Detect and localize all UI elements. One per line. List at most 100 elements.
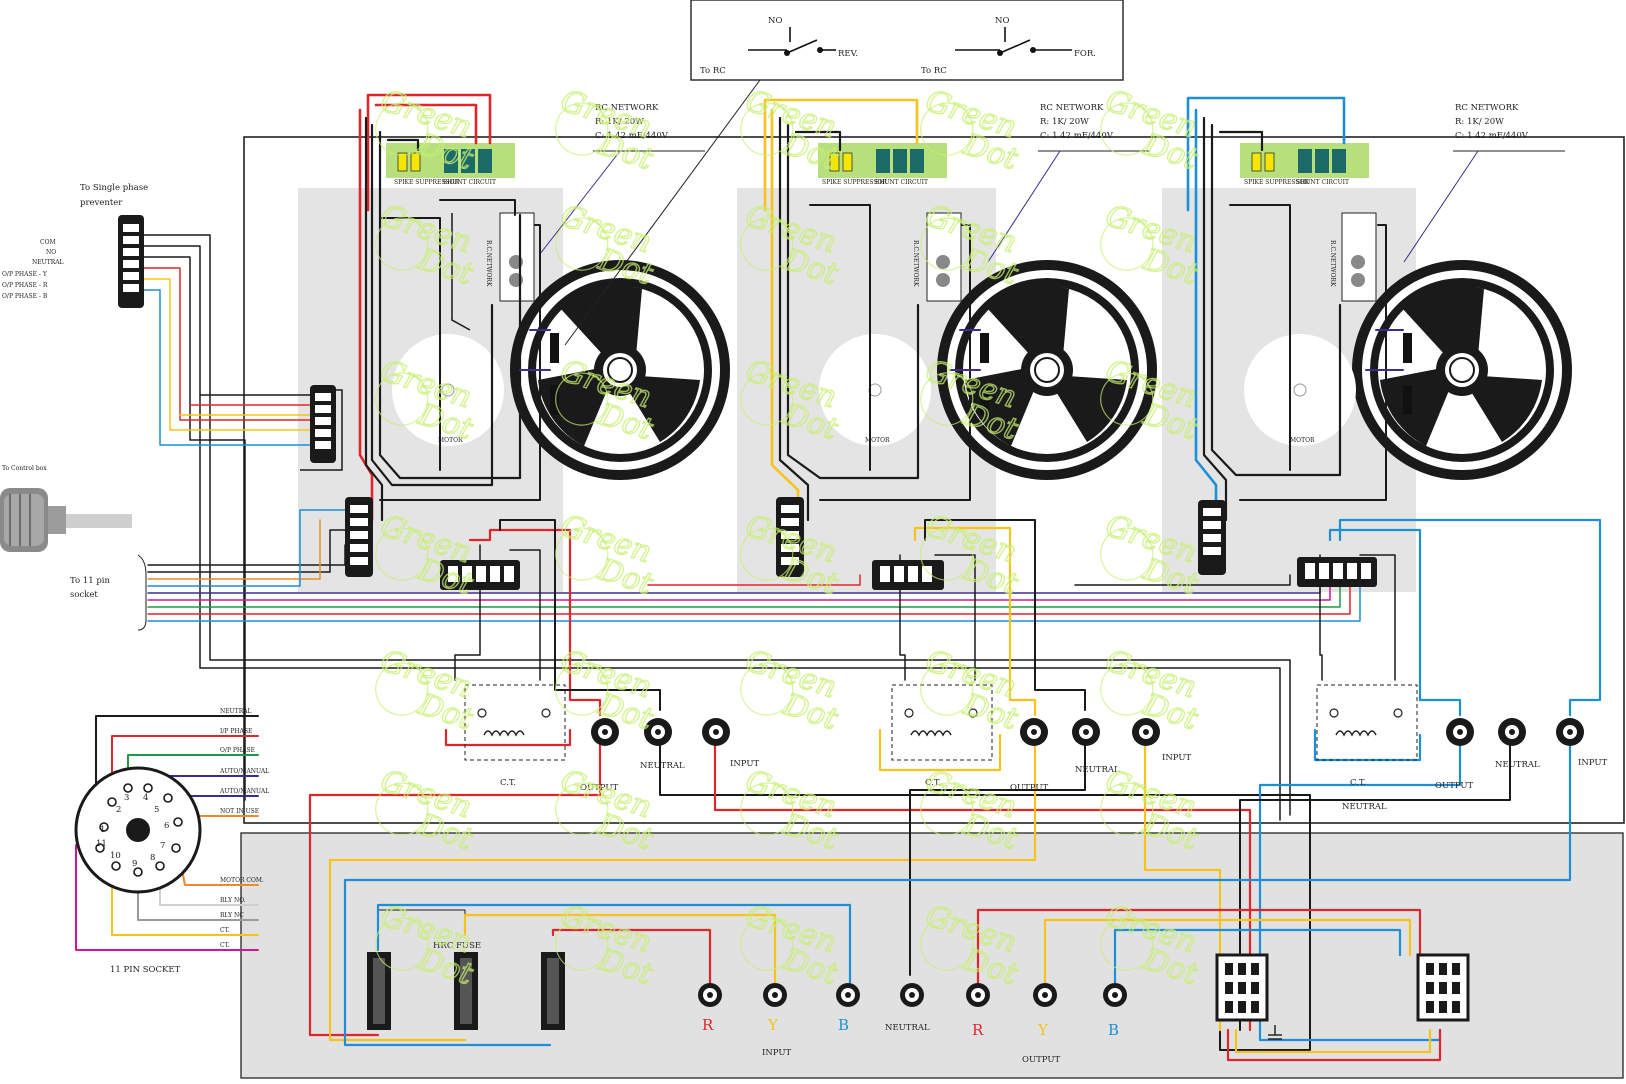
socket-wire-op-phase: O/P PHASE xyxy=(220,747,255,754)
unit-3-terminals: OUTPUT NEUTRAL NEUTRAL INPUT xyxy=(1342,718,1608,812)
for-label: FOR. xyxy=(1074,49,1096,59)
socket-wire-rly-no: RLY NO. xyxy=(220,897,246,904)
input-phase-y: Y xyxy=(767,1016,779,1034)
input-phase-r: R xyxy=(702,1016,714,1034)
ct-label-2: C.T. xyxy=(925,778,941,788)
output-phase-b: B xyxy=(1108,1021,1119,1039)
terminal-block-single-phase-preventer xyxy=(118,215,144,308)
rc-network-vertical-1: R.C.NETWORK xyxy=(485,240,492,287)
socket-wire-rly-nc: RLY NC xyxy=(220,912,244,919)
spp-terminal-y: O/P PHASE - Y xyxy=(2,271,48,278)
socket-title: 11 PIN SOCKET xyxy=(110,965,181,975)
rc-network-vertical-3: R.C.NETWORK xyxy=(1329,240,1336,287)
terminal-block-unit-2 xyxy=(776,497,804,577)
shunt-label-1: SHUNT CIRCUIT xyxy=(443,179,496,186)
socket-wire-ip-phase: I/P PHASE xyxy=(220,728,252,735)
neutral-label-3b: NEUTRAL xyxy=(1342,802,1387,812)
rc-network-spec-3: RC NETWORK R: 1K/ 20W C: 1.42 mF/440V xyxy=(1403,103,1565,263)
socket-wire-motor-com: MOTOR COM. xyxy=(220,877,264,884)
rc-r-1: R: 1K/ 20W xyxy=(595,117,644,127)
socket-wire-auto-manual-2: AUTO/MANUAL xyxy=(219,788,269,795)
shunt-label-2: SHUNT CIRCUIT xyxy=(875,179,928,186)
socket-pin-5: 5 xyxy=(154,805,159,815)
spike-label-1: SPIKE SUPPRESSOR xyxy=(394,179,459,186)
spp-terminal-r: O/P PHASE - R xyxy=(2,282,48,289)
spike-label-3: SPIKE SUPPRESSOR xyxy=(1244,179,1309,186)
control-box-knob: To Control box xyxy=(0,465,132,552)
spp-terminal-b: O/P PHASE - B xyxy=(2,293,48,300)
rev-switch xyxy=(748,27,836,56)
no-label-right: NO xyxy=(995,16,1009,26)
wiring xyxy=(75,93,1602,1062)
hrc-fuses: HRC FUSE xyxy=(367,941,565,1030)
to-control-box-label: To Control box xyxy=(2,465,47,472)
input-label-1: INPUT xyxy=(730,759,760,769)
socket-pin-7: 7 xyxy=(160,841,165,851)
relay-terminal-1 xyxy=(440,560,520,590)
reversing-switch-box: NO NO REV. FOR. To RC To RC xyxy=(690,0,1124,81)
to-rc-right: To RC xyxy=(921,66,947,76)
spp-terminal-no: NO xyxy=(46,249,56,256)
socket-wire-not-in-use: NOT IN USE xyxy=(220,808,259,815)
neutral-label-bottom: NEUTRAL xyxy=(885,1023,930,1033)
spp-terminal-neutral: NEUTRAL xyxy=(32,259,64,266)
rc-c-1: C: 1.42 mF/440V xyxy=(595,131,669,141)
no-label-left: NO xyxy=(768,16,782,26)
rc-title-2: RC NETWORK xyxy=(1040,103,1104,113)
spp-terminal-com: COM xyxy=(40,239,56,246)
socket-wire-auto-manual-1: AUTO/MANUAL xyxy=(219,768,269,775)
rc-network-spec-1: RC NETWORK R: 1K/ 20W C: 1.42 mF/440V xyxy=(539,103,705,255)
hrc-fuse-label: HRC FUSE xyxy=(433,941,481,951)
socket-wire-ct-2: CT. xyxy=(220,942,230,949)
terminal-block-left xyxy=(310,385,336,463)
shunt-label-3: SHUNT CIRCUIT xyxy=(1296,179,1349,186)
ct-block-3: C.T. xyxy=(1316,684,1418,788)
to-rc-line-left xyxy=(564,79,761,346)
rc-title-3: RC NETWORK xyxy=(1455,103,1519,113)
ct-block-1: C.T. xyxy=(464,684,566,788)
relay-terminal-2 xyxy=(872,560,944,590)
to-spp-label-2: preventer xyxy=(80,198,123,208)
socket-wire-ct-1: CT. xyxy=(220,927,230,934)
contactor-left xyxy=(1215,953,1269,1022)
unit-1-terminals: OUTPUT NEUTRAL INPUT xyxy=(580,718,760,793)
ct-label-3: C.T. xyxy=(1350,778,1366,788)
neutral-label-2: NEUTRAL xyxy=(1075,765,1120,775)
to-rc-left: To RC xyxy=(700,66,726,76)
motor-label-3: MOTOR xyxy=(1290,437,1315,444)
socket-pin-10: 10 xyxy=(110,851,121,861)
eleven-pin-socket: 1 2 3 4 5 6 7 8 9 10 11 11 PIN SOCKET xyxy=(74,766,202,975)
rc-r-2: R: 1K/ 20W xyxy=(1040,117,1089,127)
suppressor-board-1: SPIKE SUPPRESSOR SHUNT CIRCUIT xyxy=(386,143,515,186)
socket-pin-3: 3 xyxy=(124,793,129,803)
rc-c-2: C: 1.42 mF/440V xyxy=(1040,131,1114,141)
neutral-label-1: NEUTRAL xyxy=(640,761,685,771)
socket-pin-1: 1 xyxy=(100,825,105,835)
ct-label-1: C.T. xyxy=(500,778,516,788)
socket-pin-9: 9 xyxy=(132,859,137,869)
socket-wire-neutral: NEUTRAL xyxy=(220,708,252,715)
suppressor-board-3: SPIKE SUPPRESSOR SHUNT CIRCUIT xyxy=(1240,143,1369,186)
terminal-block-unit-1 xyxy=(345,497,373,577)
ct-block-2: C.T. xyxy=(891,684,993,788)
contactor-right xyxy=(1416,953,1470,1022)
neutral-label-3: NEUTRAL xyxy=(1495,760,1540,770)
output-label-bottom: OUTPUT xyxy=(1022,1055,1061,1065)
rc-c-3: C: 1.42 mF/440V xyxy=(1455,131,1529,141)
spike-label-2: SPIKE SUPPRESSOR xyxy=(822,179,887,186)
to-spp-label-1: To Single phase xyxy=(80,183,148,193)
to-11-pin-label-2: socket xyxy=(70,590,98,600)
socket-pin-11: 11 xyxy=(96,839,107,849)
rc-r-3: R: 1K/ 20W xyxy=(1455,117,1504,127)
input-label-bottom: INPUT xyxy=(762,1048,792,1058)
output-phase-r: R xyxy=(972,1021,984,1039)
